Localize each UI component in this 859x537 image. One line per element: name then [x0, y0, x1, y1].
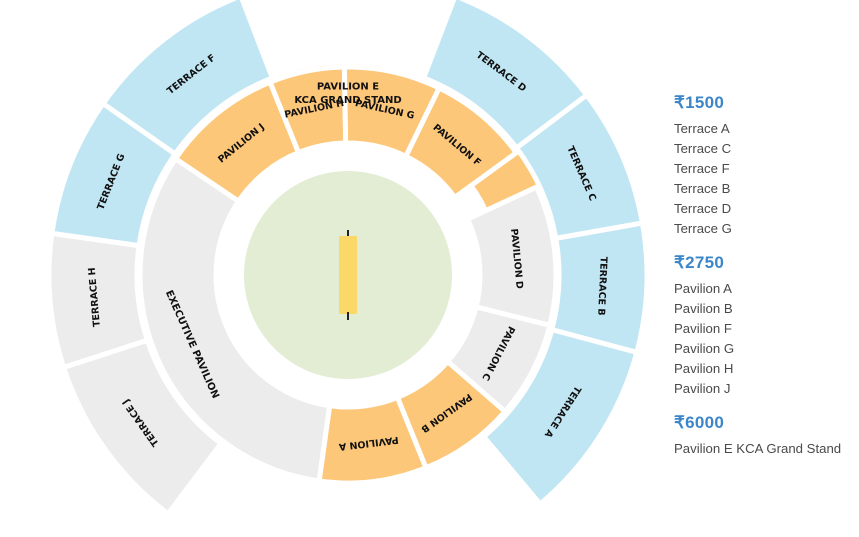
tier-item: Terrace C: [674, 141, 732, 156]
tier-item: Terrace B: [674, 181, 731, 196]
section-executive-pavilion[interactable]: [137, 156, 333, 484]
price-tier-6000: ₹6000 Pavilion E KCA Grand Stand: [674, 413, 859, 459]
section-label-line: TERRACE B: [595, 256, 609, 315]
tier-item: Terrace F: [674, 161, 730, 176]
tier-item: Pavilion F: [674, 321, 732, 336]
price-label: ₹1500: [674, 93, 725, 112]
price-tier-2750: ₹2750 Pavilion A Pavilion B Pavilion F P…: [674, 253, 859, 399]
section-label-line: PAVILION E: [317, 81, 379, 92]
tier-item: Terrace D: [674, 201, 732, 216]
section-label-pavilion-e: PAVILION E KCA GRAND STAND: [294, 81, 401, 106]
price-legend: ₹1500 Terrace A Terrace C Terrace F Terr…: [674, 93, 859, 473]
price-label: ₹6000: [674, 413, 725, 432]
section-label-line: KCA GRAND STAND: [294, 95, 401, 106]
section-label-terrace-b: TERRACE B: [595, 256, 609, 315]
tier-item: Pavilion E KCA Grand Stand: [674, 441, 842, 456]
tier-item: Terrace G: [674, 221, 732, 236]
tier-item: Pavilion H: [674, 361, 734, 376]
price-tier-1500: ₹1500 Terrace A Terrace C Terrace F Terr…: [674, 93, 859, 239]
stadium-sections: [46, 0, 650, 517]
section-label-line: TERRACE H: [87, 267, 103, 327]
section-label-terrace-h: TERRACE H: [87, 267, 103, 327]
tier-item: Pavilion A: [674, 281, 732, 296]
pitch-strip: [339, 236, 357, 314]
section-terrace-a[interactable]: [481, 327, 640, 507]
tier-item: Pavilion G: [674, 341, 735, 356]
section-terrace-f[interactable]: [100, 0, 275, 157]
tier-item: Pavilion J: [674, 381, 731, 396]
cricket-pitch: [339, 230, 357, 320]
tier-item: Terrace A: [674, 121, 730, 136]
tier-item: Pavilion B: [674, 301, 733, 316]
price-label: ₹2750: [674, 253, 725, 272]
section-pavilion-f[interactable]: [403, 85, 519, 200]
